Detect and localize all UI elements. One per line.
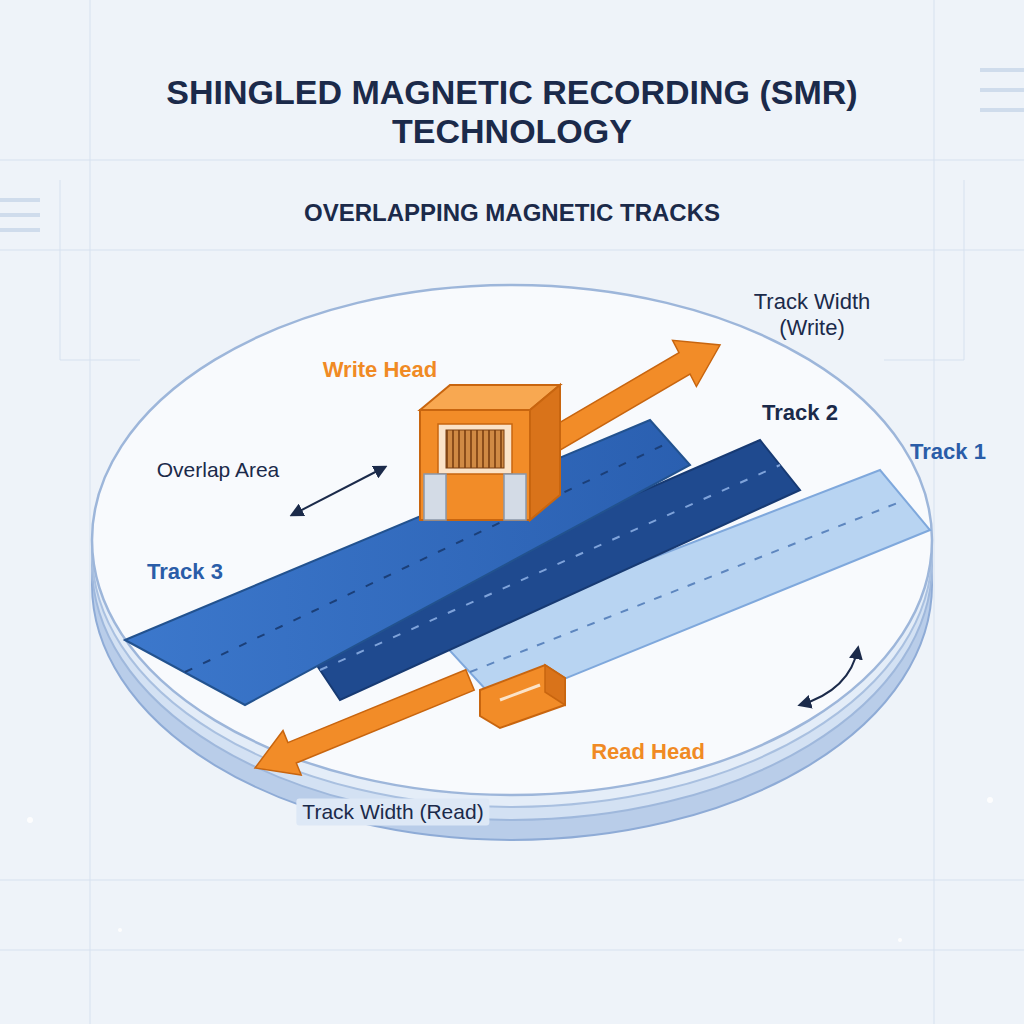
dimension-label: Track Width (Read) xyxy=(296,798,489,825)
read-direction-arrow xyxy=(255,670,474,775)
write-head xyxy=(420,385,560,520)
part-label: Read Head xyxy=(591,739,705,765)
subtitle: OVERLAPPING MAGNETIC TRACKS xyxy=(304,199,720,228)
write-direction-arrow xyxy=(540,340,721,455)
region-label: Overlap Area xyxy=(157,457,280,482)
track-label: Track 3 xyxy=(147,559,223,585)
part-label: Write Head xyxy=(323,357,438,383)
rotation-arrow xyxy=(800,648,858,705)
dimension-label: Track Width (Write) xyxy=(727,289,897,342)
platter xyxy=(92,285,932,840)
track-label: Track 1 xyxy=(910,439,986,465)
read-head xyxy=(480,665,565,728)
overlap-arrow xyxy=(292,467,385,515)
track-label: Track 2 xyxy=(762,400,838,426)
title: SHINGLED MAGNETIC RECORDING (SMR) TECHNO… xyxy=(152,73,872,151)
